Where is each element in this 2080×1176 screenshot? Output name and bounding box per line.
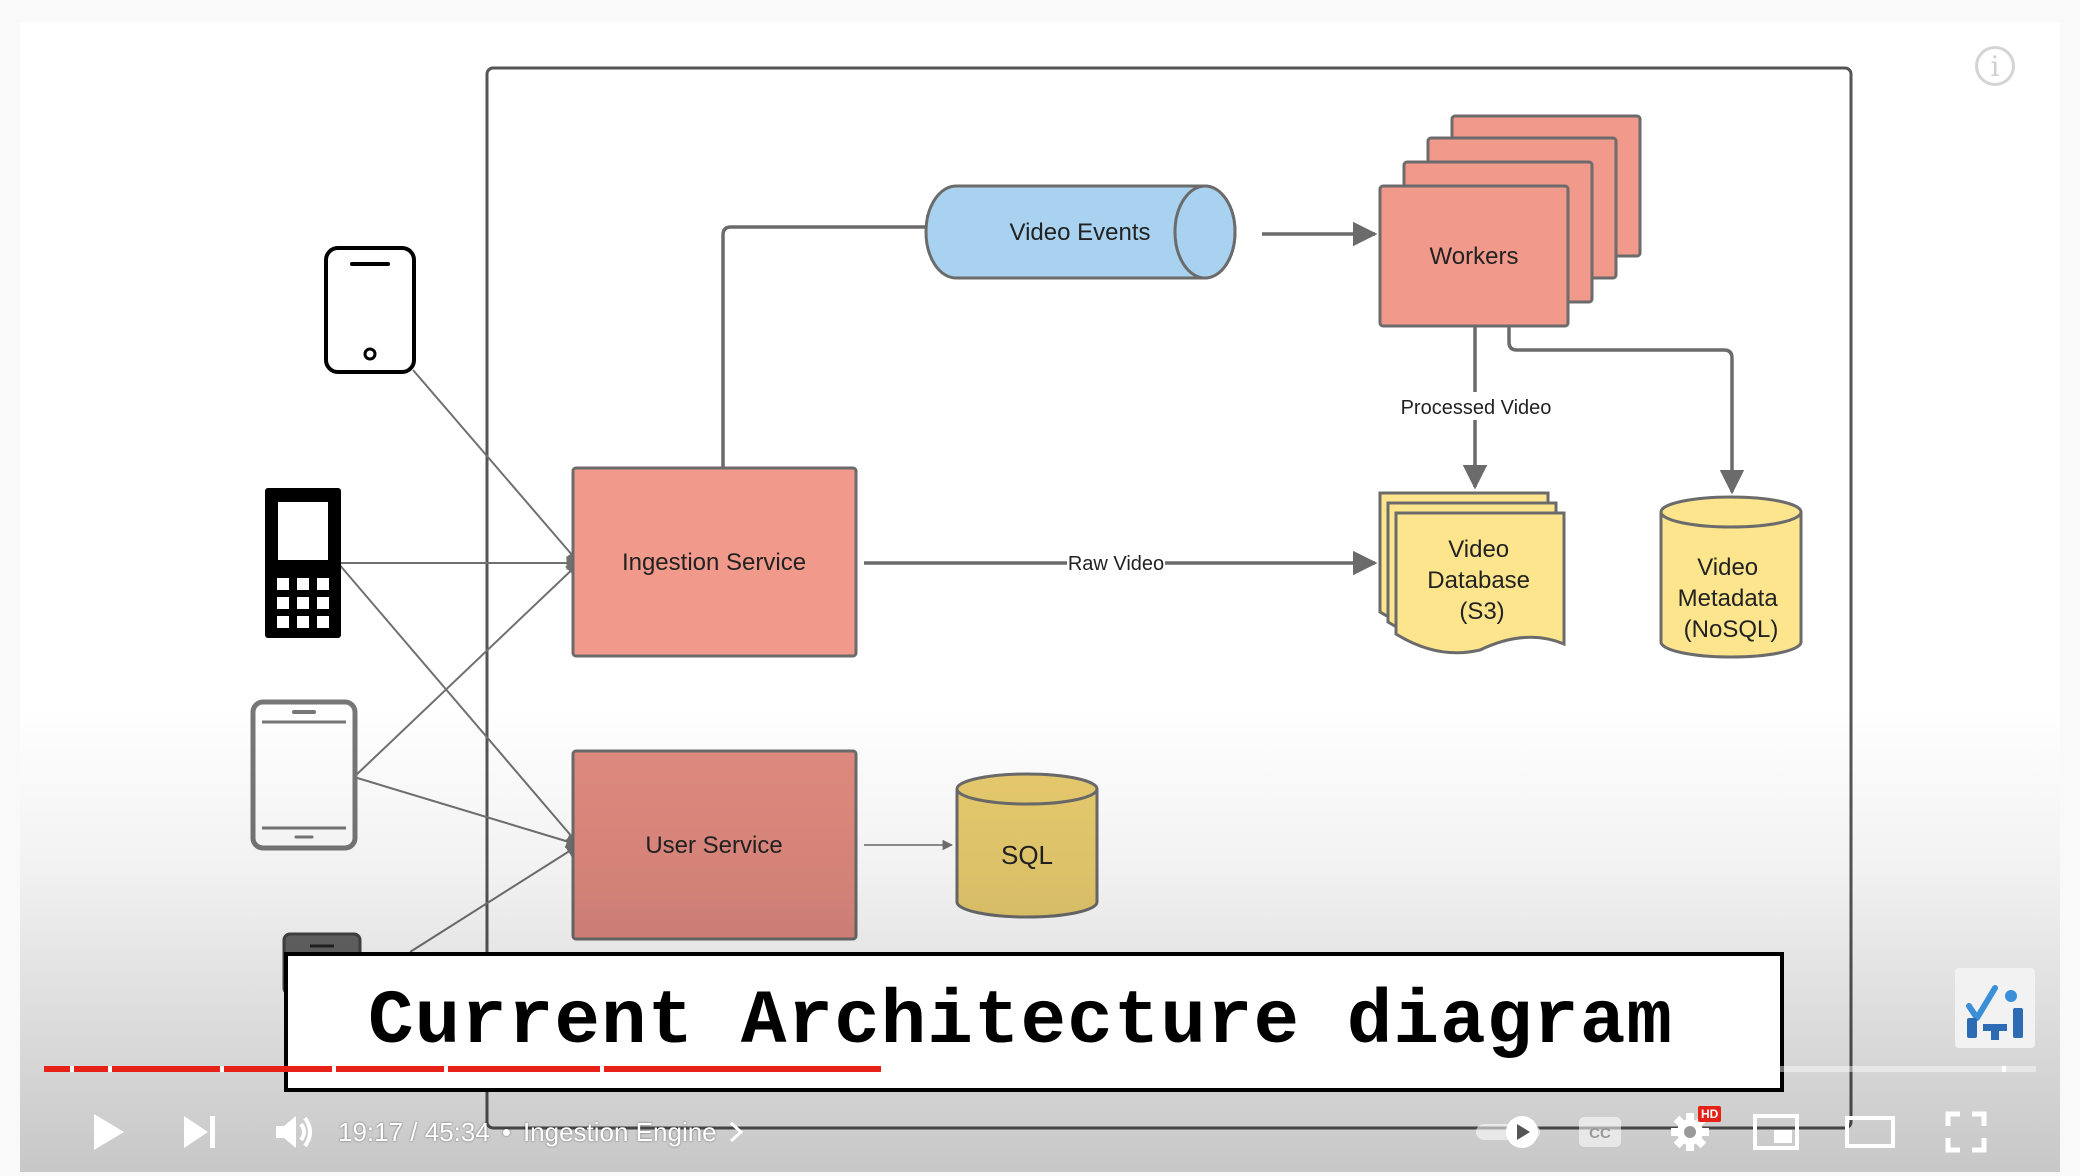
autoplay-toggle[interactable] [1460,1092,1560,1172]
processed-video-label: Processed Video [1401,397,1552,419]
chapter-gap [444,1066,448,1072]
settings-button[interactable]: HD [1650,1092,1730,1172]
player-controls: CC HD [20,1092,2060,1172]
channel-watermark-icon[interactable] [1955,968,2035,1048]
chapter-gap [600,1066,604,1072]
progress-played [44,1066,881,1072]
volume-icon [276,1116,312,1148]
user-service-label: User Service [645,832,782,859]
chapter-gap [332,1066,336,1072]
edge-ingestion-to-events [721,214,951,468]
time-separator: / [403,1116,425,1147]
raw-video-label: Raw Video [1068,553,1164,575]
play-button[interactable] [68,1092,148,1172]
hd-badge: HD [1698,1106,1722,1122]
sql-label: SQL [1001,840,1053,870]
chapter-gap [1410,1066,1414,1072]
video-events-queue: Video Events [924,184,1237,280]
sql-node: SQL [955,772,1099,919]
edge-workers-to-metadata [1507,327,1745,495]
chapter-gap [1626,1066,1630,1072]
smartphone-icon [324,246,416,374]
video-metadata-label-line1: Video [1697,554,1758,581]
video-metadata-label-line3: (NoSQL) [1684,616,1779,643]
tablet-icon [250,699,358,851]
chapter-gap [1724,1066,1728,1072]
autoplay-toggle-icon [1476,1116,1540,1148]
duration: 45:34 [424,1116,490,1147]
play-icon [94,1114,124,1150]
video-database-node: Video Database (S3) [1378,491,1566,655]
scrubber[interactable] [44,1058,2036,1080]
video-events-label: Video Events [1010,219,1151,246]
progress-bar[interactable] [44,1066,2036,1072]
miniplayer-button[interactable] [1736,1092,1816,1172]
chapter-separator: • [501,1116,511,1147]
next-button[interactable] [160,1092,240,1172]
svg-text:Video Metadata: Video Metadata (NoSQL) [1678,554,1785,643]
diagram-edges [721,214,1745,851]
chapter-gap [1530,1066,1534,1072]
workers-node: Workers [1378,114,1642,328]
info-icon[interactable]: i [1975,46,2015,86]
chapter-gap [2002,1066,2006,1072]
chapter-title: Ingestion Engine [522,1116,717,1147]
chapter-gap [220,1066,224,1072]
user-service-node: User Service [571,749,858,941]
fullscreen-icon [1945,1111,1987,1153]
chapter-gap [108,1066,112,1072]
video-metadata-node: Video Metadata (NoSQL) [1659,495,1803,659]
miniplayer-icon [1753,1114,1799,1150]
chapter-gap [70,1066,74,1072]
volume-button[interactable] [254,1092,334,1172]
client-edges [337,369,581,953]
time-display: 19:17 / 45:34 • Ingestion Engine [338,1092,747,1172]
system-boundary [485,66,1853,1130]
ingestion-service-node: Ingestion Service [571,466,858,658]
video-metadata-label-line2: Metadata [1678,585,1779,612]
ingestion-service-label: Ingestion Service [622,549,806,576]
progress-track [44,1066,2036,1072]
architecture-diagram: Video Events Workers Ingestion Service U… [250,66,1853,1130]
captions-button[interactable]: CC [1560,1092,1640,1172]
feature-phone-icon [265,488,341,638]
workers-label: Workers [1430,243,1519,270]
chapter-button[interactable]: Ingestion Engine [523,1117,747,1148]
svg-text:Video Database: Video Database (S3) [1427,536,1536,625]
captions-icon: CC [1579,1117,1621,1147]
svg-text:CC: CC [1589,1125,1611,1142]
video-database-label-line2: Database [1427,567,1530,594]
current-time: 19:17 [338,1116,404,1147]
video-database-label-line1: Video [1448,536,1509,563]
chevron-right-icon [729,1121,743,1143]
video-database-label-line3: (S3) [1459,598,1504,625]
theater-mode-icon [1845,1116,1895,1148]
next-icon [184,1116,215,1148]
settings-icon [1671,1113,1709,1151]
caption-banner: Current Architecture diagram [284,952,1784,1092]
caption-text: Current Architecture diagram [368,979,1674,1065]
video-player[interactable]: Video Events Workers Ingestion Service U… [20,22,2060,1172]
chapter-gap [908,1066,912,1072]
chapter-gap [1124,1066,1128,1072]
theater-mode-button[interactable] [1830,1092,1910,1172]
fullscreen-button[interactable] [1926,1092,2006,1172]
